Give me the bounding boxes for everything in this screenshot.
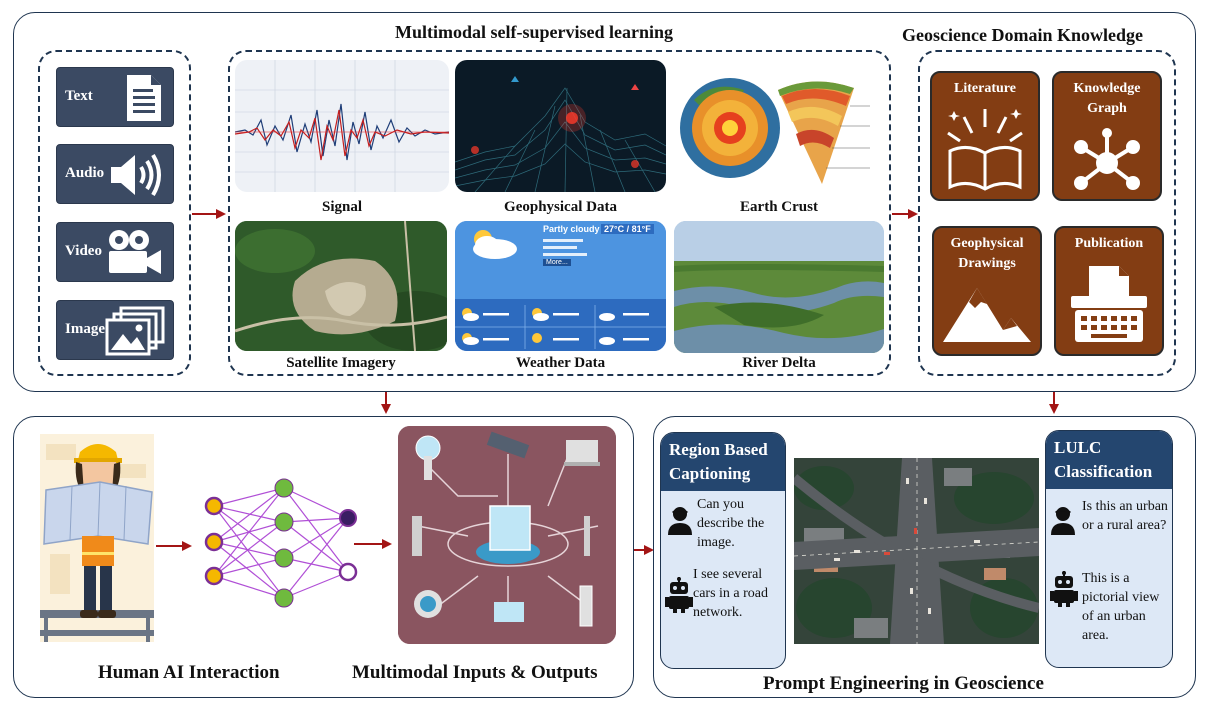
aerial-city-image <box>794 458 1039 644</box>
signal-image <box>235 60 449 192</box>
knowledge-label: Geophysical Drawings <box>950 236 1024 271</box>
speaker-icon <box>111 153 161 197</box>
arrow-data-to-knowledge <box>892 209 918 219</box>
user-icon <box>668 507 692 535</box>
arrow-down-left <box>381 392 391 414</box>
multimodal-io-illustration <box>398 426 616 644</box>
earth-crust-image <box>674 60 884 192</box>
caption-earth-crust: Earth Crust <box>740 199 818 215</box>
knowledge-label: Literature <box>954 81 1016 96</box>
human-ai-title: Human AI Interaction <box>98 662 280 683</box>
caption-signal: Signal <box>321 199 363 215</box>
river-delta-image <box>674 221 884 353</box>
region-bot-message: I see several cars in a road network. <box>693 567 769 620</box>
modality-video: Video <box>56 222 174 282</box>
robot-icon <box>665 577 693 613</box>
image-gallery-icon <box>105 306 165 356</box>
modality-audio: Audio <box>56 144 174 204</box>
modality-label: Video <box>65 243 102 259</box>
domain-knowledge-title: Geoscience Domain Knowledge <box>902 25 1143 45</box>
human-ai-panel <box>13 416 634 698</box>
arrow-to-prompt-engineering <box>634 545 654 555</box>
arrow-human-to-network <box>156 541 192 551</box>
weather-temperature-label: 27°C / 81°F <box>601 224 654 234</box>
knowledge-label: Knowledge Graph <box>1073 81 1141 116</box>
arrow-down-right <box>1049 392 1059 414</box>
weather-more-button: More... <box>543 259 571 266</box>
modality-text: Text <box>56 67 174 127</box>
multimodal-io-title: Multimodal Inputs & Outputs <box>352 662 598 683</box>
document-icon <box>127 75 161 121</box>
satellite-imagery-image <box>235 221 447 351</box>
knowledge-label: Publication <box>1074 236 1144 251</box>
video-camera-icon <box>109 230 161 274</box>
robot-icon <box>1050 571 1078 607</box>
knowledge-literature: Literature <box>930 71 1040 201</box>
lulc-classification-header: LULC Classification <box>1046 431 1172 489</box>
engineer-illustration <box>40 434 154 642</box>
geophysical-data-image <box>455 60 666 192</box>
prompt-engineering-title: Prompt Engineering in Geoscience <box>763 673 1044 694</box>
book-icon <box>947 109 1023 191</box>
mountain-icon <box>943 288 1031 342</box>
data-types-box <box>228 50 891 376</box>
modality-image: Image <box>56 300 174 360</box>
region-captioning-box: Region Based Captioning Can you describe… <box>660 432 786 669</box>
user-icon <box>1051 507 1075 535</box>
modalities-box <box>38 50 191 376</box>
lulc-classification-box: LULC Classification Is this an urban or … <box>1045 430 1173 668</box>
modality-label: Image <box>65 321 105 337</box>
lulc-user-message: Is this an urban or a rural area? <box>1082 499 1168 533</box>
prompt-engineering-panel <box>653 416 1196 698</box>
weather-data-image: Partly cloudy 27°C / 81°F More... <box>455 221 666 351</box>
caption-weather-data: Weather Data <box>515 355 606 371</box>
region-user-message: Can you describe the image. <box>697 497 765 550</box>
arrow-network-to-io <box>354 539 392 549</box>
knowledge-box <box>918 50 1176 376</box>
neural-network-diagram <box>204 478 358 608</box>
knowledge-graph: Knowledge Graph <box>1052 71 1162 201</box>
arrow-modalities-to-data <box>192 209 226 219</box>
modality-label: Text <box>65 88 93 104</box>
modality-label: Audio <box>65 165 105 181</box>
caption-satellite-imagery: Satellite Imagery <box>286 355 396 371</box>
caption-geophysical-data: Geophysical Data <box>504 199 617 215</box>
knowledge-geophysical-drawings: Geophysical Drawings <box>932 226 1042 356</box>
top-panel <box>13 12 1196 392</box>
region-captioning-header: Region Based Captioning <box>661 433 785 491</box>
top-panel-title: Multimodal self-supervised learning <box>395 22 673 42</box>
knowledge-graph-icon <box>1074 128 1140 190</box>
weather-condition-label: Partly cloudy <box>543 224 600 234</box>
caption-river-delta: River Delta <box>742 355 816 371</box>
lulc-bot-message: This is a pictorial view of an urban are… <box>1082 571 1160 643</box>
knowledge-publication: Publication <box>1054 226 1164 356</box>
typewriter-icon <box>1071 266 1147 342</box>
